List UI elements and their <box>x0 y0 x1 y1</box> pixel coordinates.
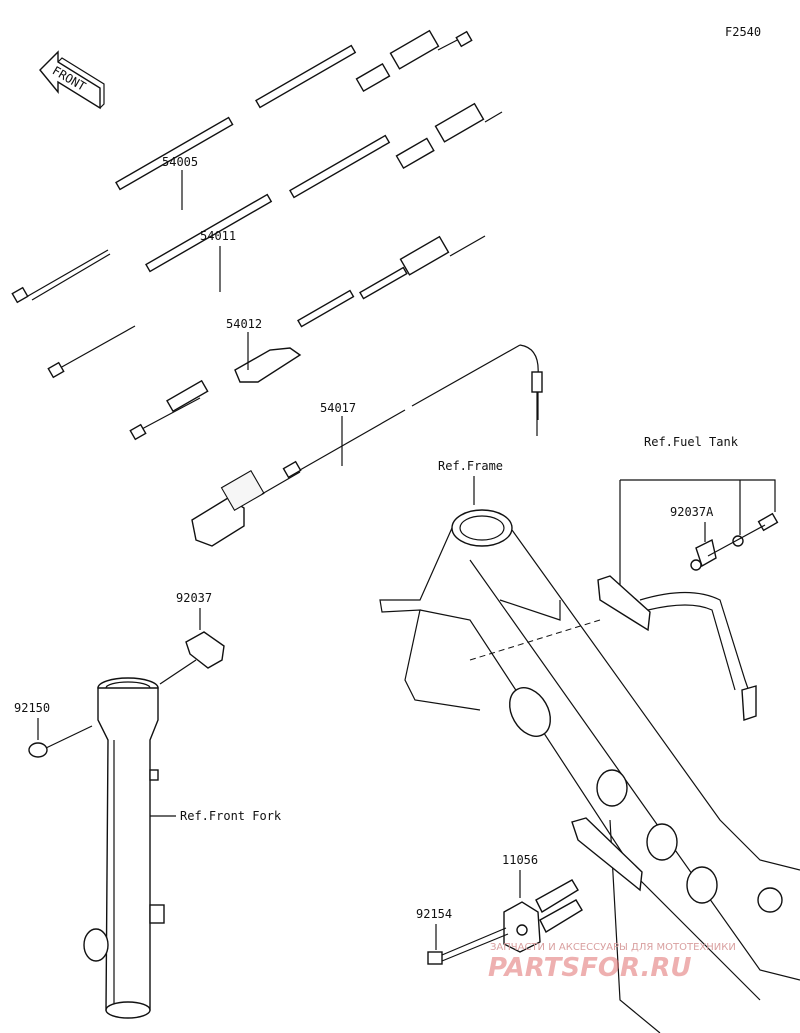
part-11056-label: 11056 <box>502 853 538 867</box>
clamp-92037A <box>690 512 779 571</box>
watermark-line2: PARTSFOR.RU <box>488 953 691 983</box>
fuel-tank-bracket <box>597 575 757 721</box>
ref-fuel-tank-label: Ref.Fuel Tank <box>644 435 739 449</box>
watermark-line1: ЗАПЧАСТИ И АКСЕССУАРЫ ДЛЯ МОТОТЕХНИКИ <box>490 942 736 953</box>
part-92037-label: 92037 <box>176 591 212 605</box>
bracket-11056 <box>503 817 643 953</box>
front-fork-tube <box>83 677 165 1019</box>
cable-54012 <box>129 235 486 441</box>
cable-54011 <box>47 102 503 379</box>
part-54012-label: 54012 <box>226 317 262 331</box>
part-54005-label: 54005 <box>162 155 198 169</box>
part-54011-label: 54011 <box>200 229 236 243</box>
cable-54005 <box>11 29 473 304</box>
leader-ref-fuel-tank <box>619 479 776 590</box>
part-92037A-label: 92037A <box>670 505 714 519</box>
part-92154-label: 92154 <box>416 907 452 921</box>
bolt-92154 <box>427 927 509 965</box>
part-54017-label: 54017 <box>320 401 356 415</box>
cable-54017 <box>191 344 543 547</box>
front-arrow-icon: FRONT <box>39 50 105 110</box>
bolt-92150 <box>28 725 93 758</box>
watermark: ЗАПЧАСТИ И АКСЕССУАРЫ ДЛЯ МОТОТЕХНИКИ PA… <box>488 942 736 983</box>
diagram-code: F2540 <box>725 25 761 39</box>
part-92150-label: 92150 <box>14 701 50 715</box>
ref-frame-label: Ref.Frame <box>438 459 503 473</box>
ref-front-fork-label: Ref.Front Fork <box>180 809 282 823</box>
clamp-92037 <box>159 631 225 685</box>
